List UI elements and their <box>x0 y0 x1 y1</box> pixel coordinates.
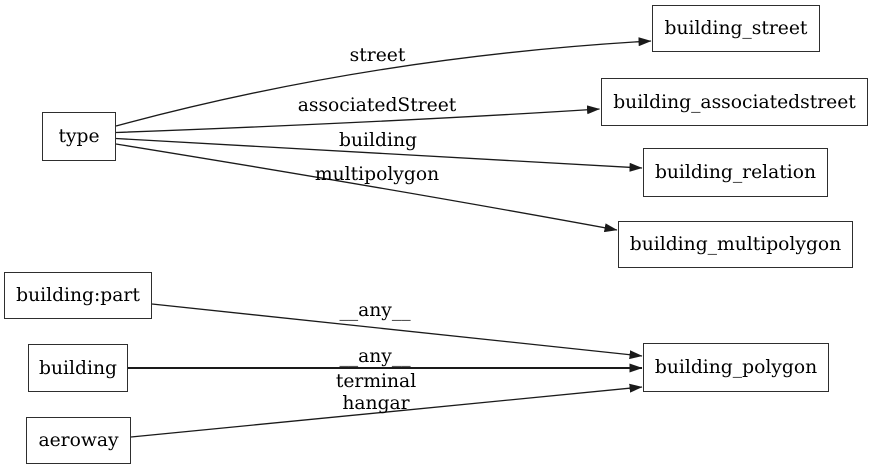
node-aeroway-label: aeroway <box>38 430 119 451</box>
node-building: building <box>28 344 128 392</box>
edge-label-building: building <box>339 129 417 151</box>
node-building_multipolygon-label: building_multipolygon <box>629 234 842 255</box>
edge-type-building_associatedstreet <box>115 105 600 134</box>
node-building_polygon: building_polygon <box>643 343 829 392</box>
edge-label-street: street <box>349 45 406 66</box>
node-building-part-label: building:part <box>16 285 140 306</box>
node-building_relation-label: building_relation <box>654 162 817 183</box>
edge-building-part-building_polygon <box>151 303 643 360</box>
edge-label-associatedstreet: associatedStreet <box>297 95 457 116</box>
edge-type-building_street <box>115 37 652 127</box>
edge-type-building_relation <box>115 137 643 172</box>
node-building_associatedstreet-label: building_associatedstreet <box>613 91 856 113</box>
node-building_polygon-label: building_polygon <box>654 357 818 378</box>
edge-label-any-building-part: __any__ <box>339 300 411 321</box>
edge-label-terminal: terminal <box>335 371 417 392</box>
node-building_street-label: building_street <box>664 18 808 39</box>
edge-label-hangar: hangar <box>342 393 410 414</box>
edge-label-any-building: __any__ <box>339 346 411 367</box>
node-building_relation: building_relation <box>643 148 828 197</box>
edge-building-part-building_polygon-source-type <box>115 143 618 233</box>
node-building_street: building_street <box>652 5 820 52</box>
edge-aeroway-building_polygon <box>130 383 643 438</box>
node-type: type <box>42 112 116 161</box>
node-type-label: type <box>58 126 100 147</box>
node-building_associatedstreet: building_associatedstreet <box>601 78 868 126</box>
edge-label-terminal-hangar: terminal hangar <box>336 371 416 415</box>
node-aeroway: aeroway <box>26 417 131 464</box>
node-building-part: building:part <box>4 272 152 319</box>
node-building_multipolygon: building_multipolygon <box>618 221 853 268</box>
node-building-label: building <box>39 357 117 379</box>
edge-label-multipolygon: multipolygon <box>314 164 440 185</box>
